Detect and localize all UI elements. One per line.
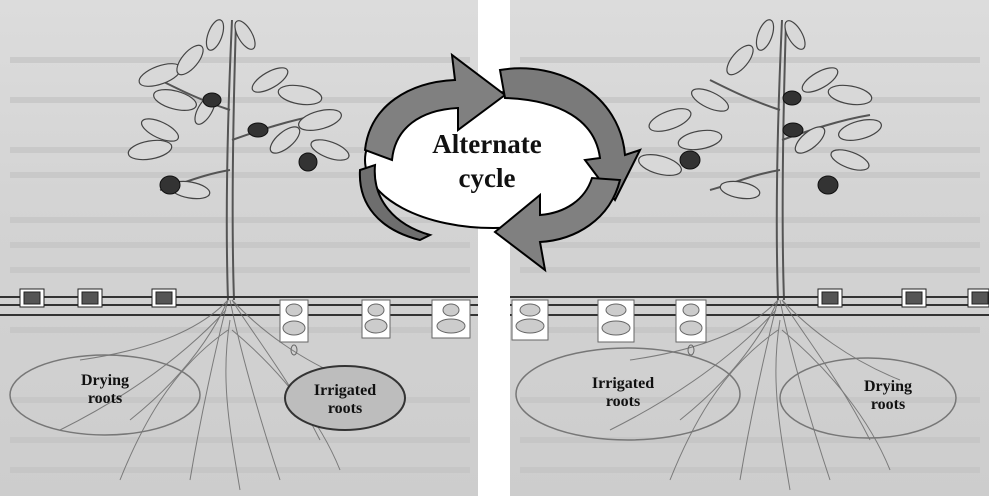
cycle-label: Alternate cycle bbox=[402, 127, 572, 195]
cycle-label-line1: Alternate bbox=[402, 127, 572, 161]
cycle-label-line2: cycle bbox=[402, 161, 572, 195]
